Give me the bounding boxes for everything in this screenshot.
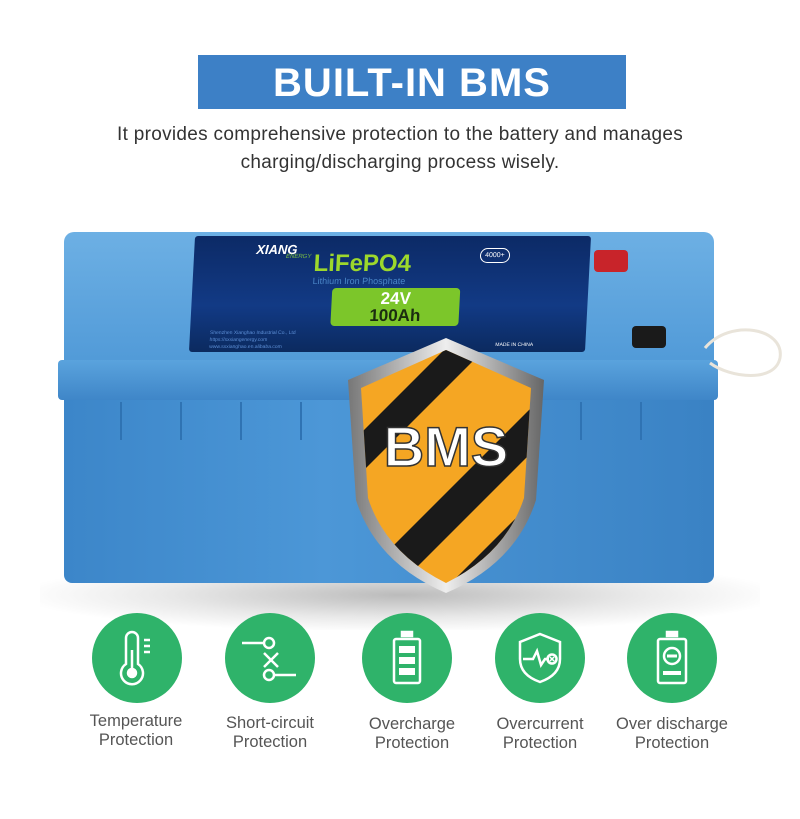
negative-terminal xyxy=(632,326,666,348)
feature-label-line1: Short-circuit xyxy=(225,714,315,732)
thermometer-icon xyxy=(119,630,150,686)
feature-label-line2: Protection xyxy=(232,733,308,751)
rib xyxy=(240,402,242,440)
voltage: 24V xyxy=(380,289,412,308)
spec-box: 24V 100Ah xyxy=(330,288,461,326)
rib xyxy=(640,402,642,440)
shield-icon: BMS xyxy=(348,338,544,593)
bms-shield: BMS xyxy=(346,338,546,593)
capacity: 100Ah xyxy=(368,306,421,325)
rib xyxy=(180,402,182,440)
feature-label-line2: Protection xyxy=(502,734,578,752)
shield-text: BMS xyxy=(384,415,508,478)
rope-handle xyxy=(703,328,782,377)
brand-sub: ENERGY xyxy=(285,254,312,260)
feature-label-line1: Overcurrent xyxy=(496,715,584,733)
feature-temperature xyxy=(92,613,182,703)
feature-label-line2: Protection xyxy=(98,731,174,749)
switch-icon xyxy=(242,636,296,682)
chemistry: LiFePO4 xyxy=(312,250,412,277)
website-2: www.sxxianghao.en.alibaba.com xyxy=(209,344,282,350)
company: Shenzhen Xianghao Industrial Co., Ltd xyxy=(209,330,296,336)
feature-label-line1: Temperature xyxy=(89,712,183,730)
subtitle-line-2: charging/discharging process wisely. xyxy=(240,152,560,173)
rib xyxy=(580,402,582,440)
cycles-badge: 4000+ xyxy=(479,248,511,263)
rib xyxy=(120,402,122,440)
chemistry-full: Lithium Iron Phosphate xyxy=(312,276,406,286)
feature-overcharge xyxy=(362,613,452,703)
feature-short-circuit xyxy=(225,613,315,703)
feature-label-line1: Over discharge xyxy=(616,715,728,733)
title-banner: BUILT-IN BMS xyxy=(198,55,626,109)
rib xyxy=(300,402,302,440)
feature-label-line2: Protection xyxy=(374,734,450,752)
positive-terminal xyxy=(594,250,628,272)
feature-overcurrent xyxy=(495,613,585,703)
website-1: https://sxxiangenergy.com xyxy=(209,337,268,343)
battery-minus-icon xyxy=(656,630,688,685)
battery-full-icon xyxy=(392,630,422,685)
subtitle-line-1: It provides comprehensive protection to … xyxy=(117,124,683,145)
feature-over-discharge xyxy=(627,613,717,703)
feature-label-line2: Protection xyxy=(634,734,710,752)
feature-label-line1: Overcharge xyxy=(368,715,456,733)
battery-label: XIANG ENERGY LiFePO4 Lithium Iron Phosph… xyxy=(188,236,592,352)
shield-pulse-icon xyxy=(518,632,562,684)
